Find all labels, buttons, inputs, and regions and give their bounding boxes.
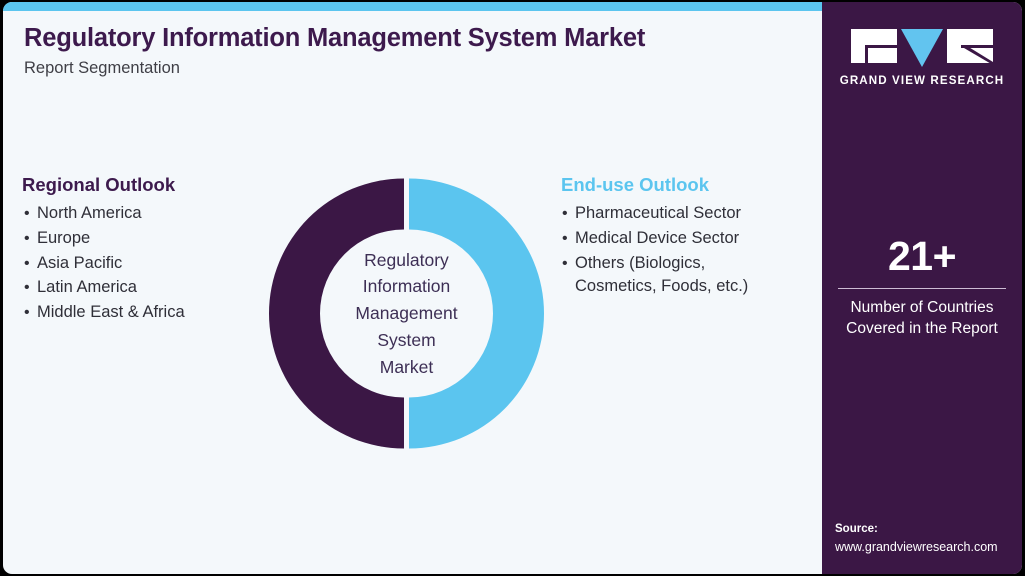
logo-g-icon	[851, 29, 897, 63]
stat-label: Number of Countries Covered in the Repor…	[822, 298, 1022, 339]
enduse-outlook-heading: End-use Outlook	[561, 174, 709, 195]
logo-v-icon	[901, 29, 943, 67]
grand-view-research-logo: GRAND VIEW RESEARCH	[822, 29, 1022, 87]
regional-outlook-heading: Regional Outlook	[22, 174, 176, 195]
donut-segment-regional	[269, 178, 404, 449]
content-panel: Regulatory Information Management System…	[3, 2, 1022, 574]
source-url[interactable]: www.grandviewresearch.com	[835, 539, 998, 554]
donut-segment-enduse	[409, 178, 544, 449]
countries-stat-block: 21+ Number of Countries Covered in the R…	[822, 236, 1022, 339]
enduse-outlook-list: Pharmaceutical Sector Medical Device Sec…	[561, 202, 806, 299]
stat-label-line: Number of Countries	[850, 299, 994, 316]
list-item: North America	[22, 202, 252, 226]
list-item-line: Medical Device Sector	[575, 228, 740, 247]
list-item: Pharmaceutical Sector	[561, 202, 806, 226]
enduse-outlook-block: End-use Outlook Pharmaceutical Sector Me…	[561, 174, 806, 300]
donut-svg	[269, 178, 544, 449]
list-item: Others (Biologics, Cosmetics, Foods, etc…	[561, 252, 806, 300]
regional-outlook-list: North America Europe Asia Pacific Latin …	[22, 202, 252, 325]
top-accent-bar	[3, 2, 822, 11]
stat-number: 21+	[887, 233, 957, 279]
list-item: Medical Device Sector	[561, 227, 806, 251]
stat-divider	[838, 288, 1006, 289]
list-item-line: Pharmaceutical Sector	[575, 204, 741, 223]
source-title: Source:	[835, 523, 878, 536]
header: Regulatory Information Management System…	[24, 24, 804, 79]
logo-wordmark: GRAND VIEW RESEARCH	[839, 74, 1005, 87]
page-subtitle: Report Segmentation	[24, 59, 180, 78]
source-block: Source: www.grandviewresearch.com	[835, 521, 1021, 556]
list-item: Asia Pacific	[22, 252, 252, 276]
list-item-line: Cosmetics, Foods, etc.)	[575, 277, 749, 296]
page-title: Regulatory Information Management System…	[24, 24, 646, 52]
list-item: Latin America	[22, 276, 252, 300]
logo-r-icon	[947, 29, 993, 63]
stat-label-line: Covered in the Report	[846, 319, 998, 337]
regional-outlook-block: Regional Outlook North America Europe As…	[22, 174, 252, 326]
logo-marks	[851, 29, 993, 67]
list-item-line: Others (Biologics,	[575, 253, 706, 272]
segmentation-donut-chart: Regulatory Information Management System…	[265, 172, 548, 455]
list-item: Middle East & Africa	[22, 301, 252, 325]
list-item: Europe	[22, 227, 252, 251]
sidebar: GRAND VIEW RESEARCH 21+ Number of Countr…	[822, 2, 1022, 574]
